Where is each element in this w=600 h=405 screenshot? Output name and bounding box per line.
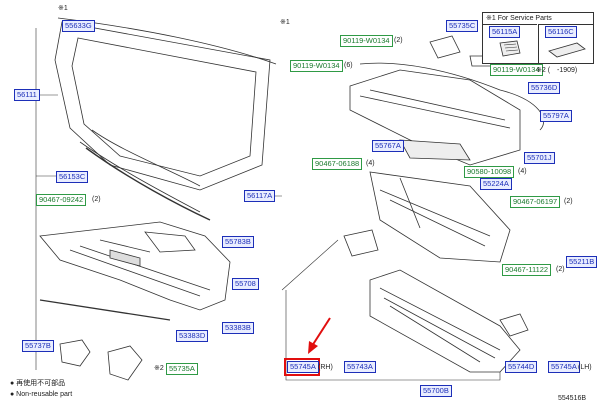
part-55743A[interactable]: 55743A (344, 361, 376, 373)
part-90467-06188[interactable]: 90467-06188 (312, 158, 363, 170)
part-55633G[interactable]: 55633G (62, 20, 95, 32)
part-90119-W0134-b[interactable]: 90119-W0134 (290, 60, 343, 72)
part-55744D[interactable]: 55744D (505, 361, 538, 373)
qty-label: (6) (344, 62, 353, 69)
part-55745A-lh[interactable]: 55745A (548, 361, 580, 373)
legend-japanese: ● 再使用不可部品 (10, 380, 66, 387)
service-mark-1b: ※1 (280, 19, 290, 26)
part-55708[interactable]: 55708 (232, 278, 259, 290)
part-55211B[interactable]: 55211B (566, 256, 598, 268)
windshield-glass (54, 21, 271, 191)
side-rh: (RH) (318, 364, 333, 371)
qty-label: (2) (92, 196, 101, 203)
cowl-top-panel (369, 269, 521, 373)
part-55735A[interactable]: 55735A (166, 363, 198, 375)
service-cell-right: 56116C (538, 24, 593, 63)
cowl-upper-right (349, 69, 521, 166)
part-55700B[interactable]: 55700B (420, 385, 452, 397)
part-55736D[interactable]: 55736D (528, 82, 561, 94)
clip-icon (499, 40, 521, 57)
part-55745A-rh[interactable]: 55745A (287, 361, 319, 373)
part-90467-09242[interactable]: 90467-09242 (36, 194, 87, 206)
part-56153C[interactable]: 56153C (56, 171, 89, 183)
windshield-inner (71, 37, 257, 177)
part-55767A[interactable]: 55767A (372, 140, 404, 152)
part-90119-W0134-c[interactable]: 90119-W0134 (490, 64, 543, 76)
part-55701J[interactable]: 55701J (524, 152, 555, 164)
qty-label: (4) (518, 168, 527, 175)
part-53383B[interactable]: 53383B (222, 322, 254, 334)
part-56116C[interactable]: 56116C (545, 26, 577, 38)
part-90467-06197[interactable]: 90467-06197 (510, 196, 561, 208)
pad-icon (548, 42, 586, 58)
part-55783B[interactable]: 55783B (222, 236, 254, 248)
diagram-id: 554516B (558, 395, 587, 402)
service-parts-box: ※1 For Service Parts 56115A 56116C (482, 12, 594, 64)
service-cell-left: 56115A (483, 24, 537, 63)
part-56111[interactable]: 56111 (14, 89, 40, 101)
part-55737B[interactable]: 55737B (22, 340, 54, 352)
highlight-box (284, 358, 320, 376)
part-53383D[interactable]: 53383D (176, 330, 209, 342)
cowl-panel-left (39, 221, 231, 311)
qty-label: (2) (394, 37, 403, 44)
part-55735C[interactable]: 55735C (446, 20, 479, 32)
part-90467-11122[interactable]: 90467-11122 (502, 264, 552, 276)
qty-label: (2) (564, 198, 573, 205)
dash-panel (369, 171, 511, 263)
part-90119-W0134-a[interactable]: 90119-W0134 (340, 35, 393, 47)
seal-strip (39, 299, 171, 321)
side-lh: (LH) (578, 364, 592, 371)
part-55797A[interactable]: 55797A (540, 110, 572, 122)
legend-english: ● Non-reusable part (10, 391, 73, 398)
service-note-2: ※2 ( -1909) (536, 67, 578, 74)
callout-arrow (308, 317, 331, 354)
part-90580-10098[interactable]: 90580-10098 (464, 166, 515, 178)
service-mark-1: ※1 (58, 5, 68, 12)
qty-label: (2) (556, 266, 565, 273)
part-56117A[interactable]: 56117A (244, 190, 276, 202)
qty-label: (4) (366, 160, 375, 167)
part-56115A[interactable]: 56115A (489, 26, 521, 38)
service-parts-title: ※1 For Service Parts (486, 15, 552, 22)
part-55224A[interactable]: 55224A (480, 178, 512, 190)
service-mark-2: ※2 (154, 365, 164, 372)
